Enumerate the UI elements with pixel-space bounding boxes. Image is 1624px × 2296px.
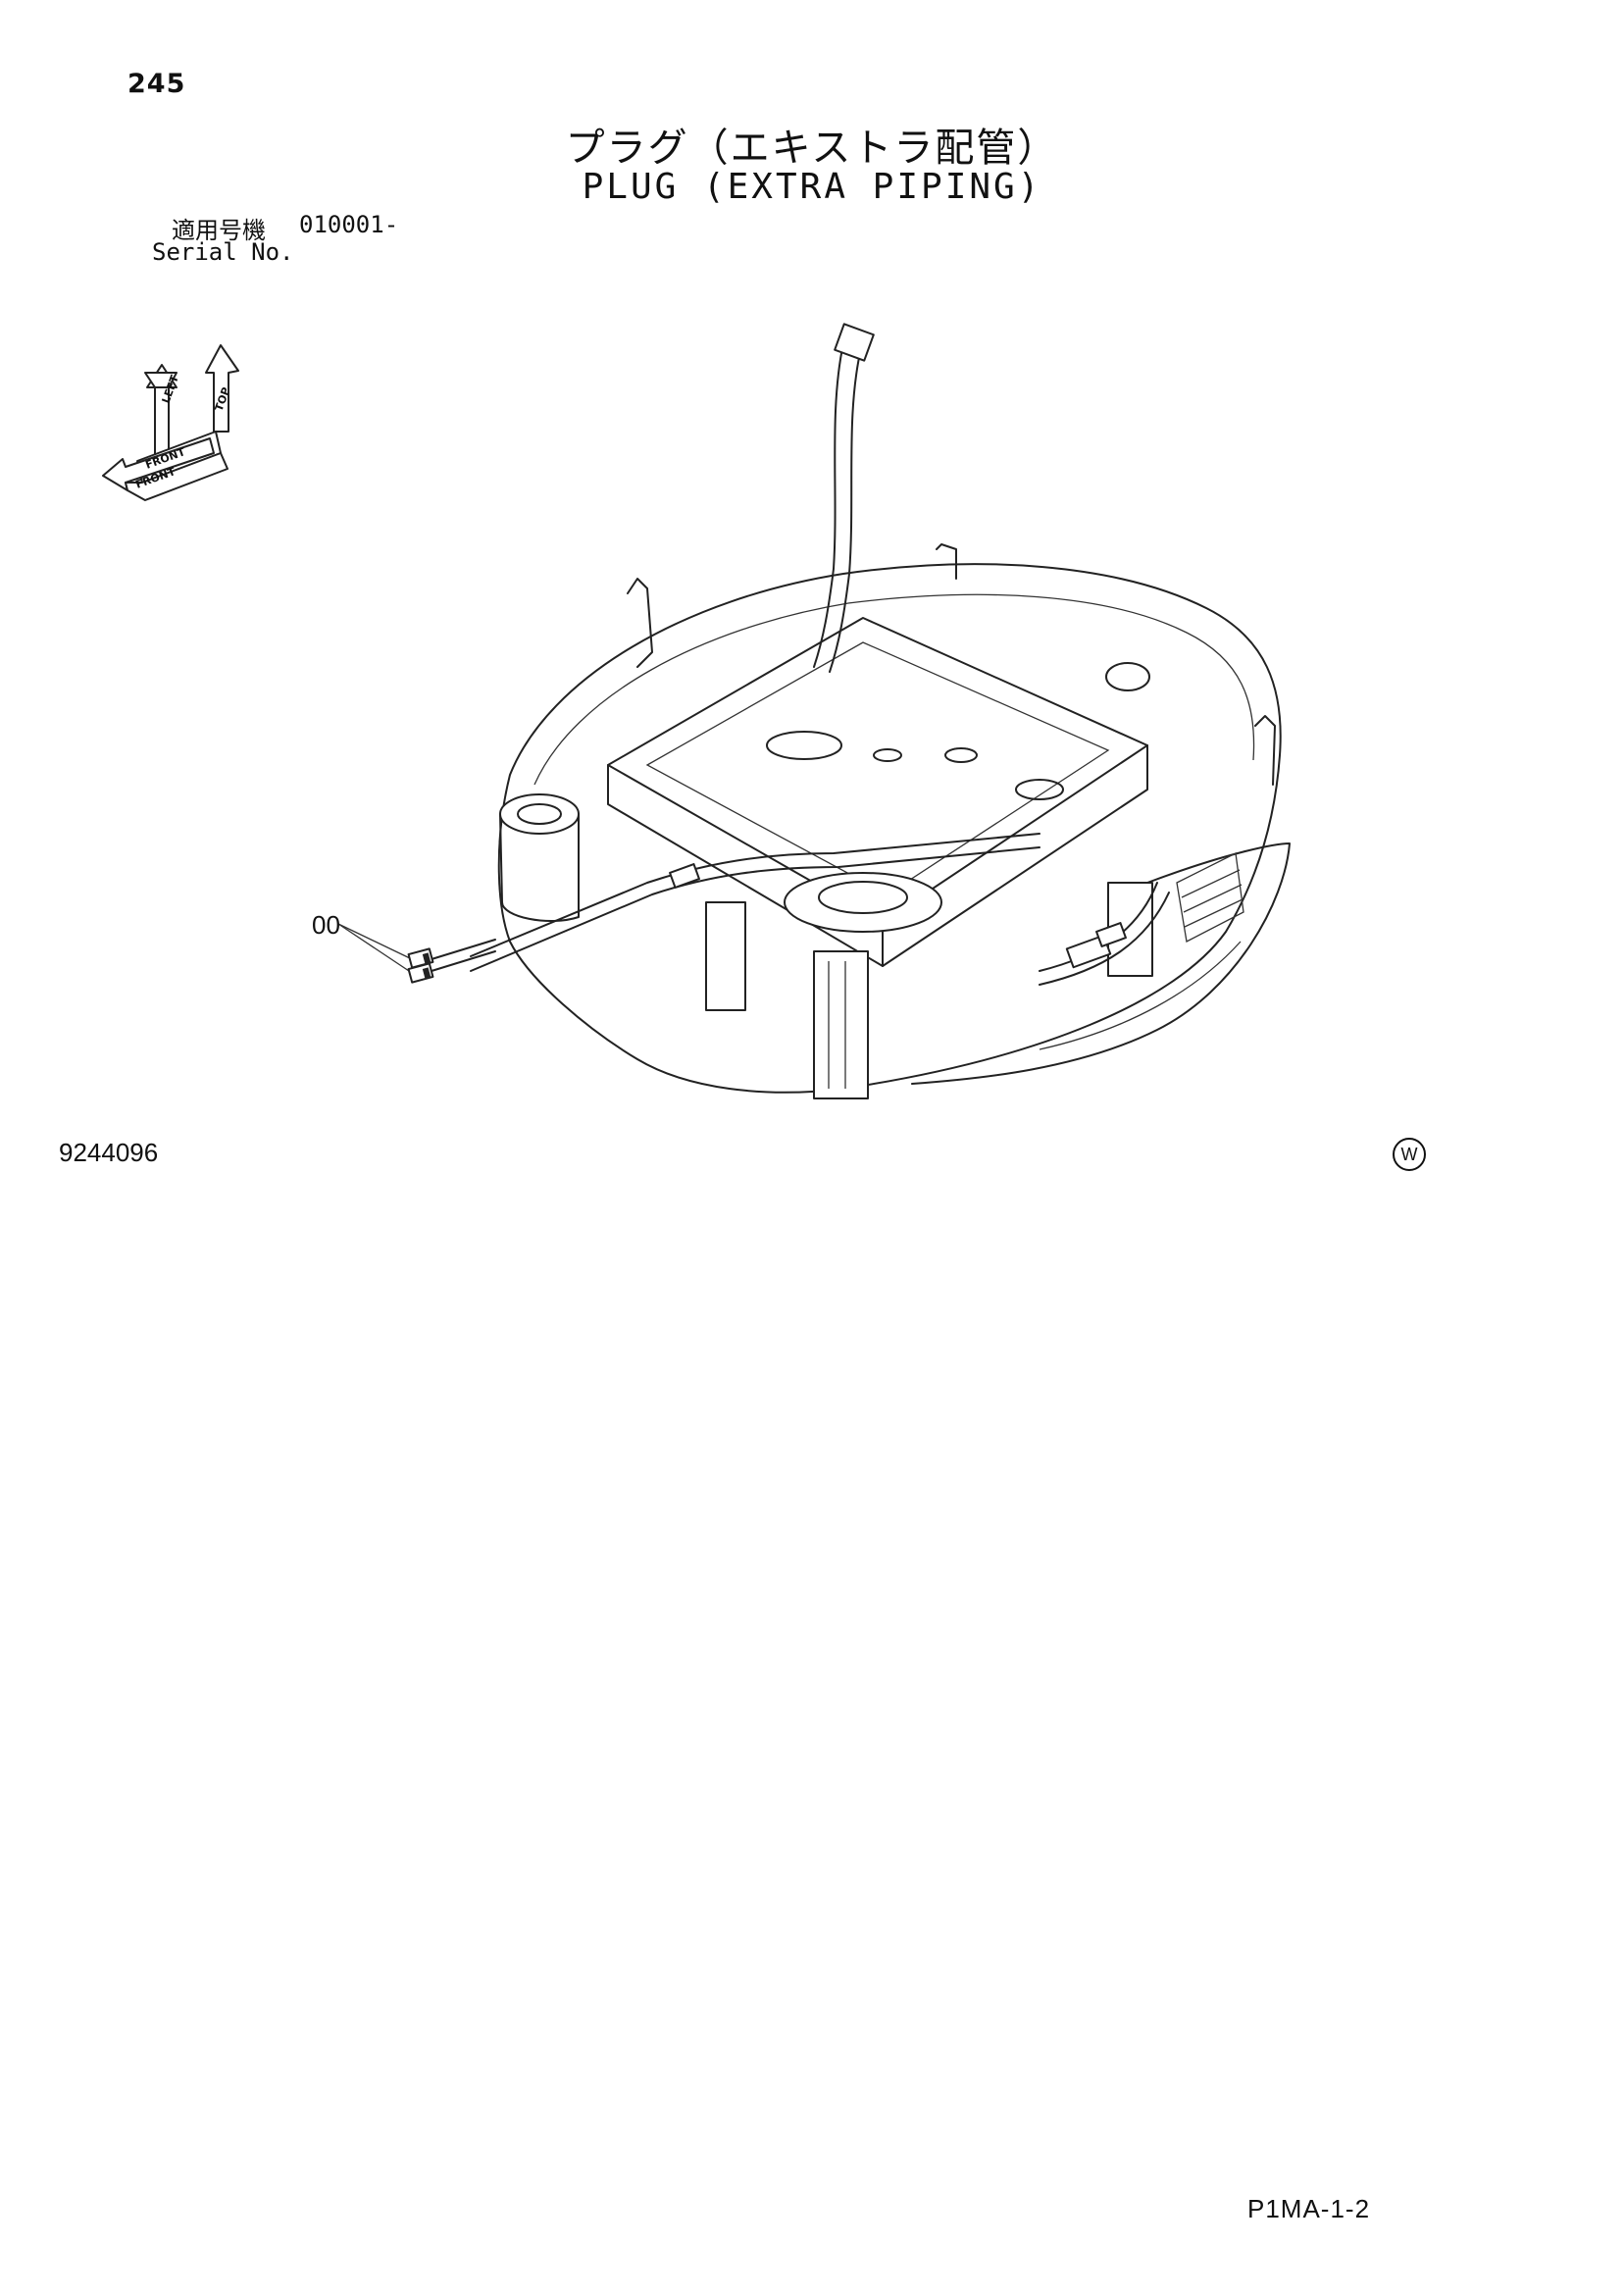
page-title-english: PLUG (EXTRA PIPING) (582, 167, 1042, 207)
callout-leader (337, 923, 496, 974)
page-number: 245 (127, 69, 186, 99)
serial-label-japanese: 適用号機 (172, 217, 266, 244)
part-callout-label: 00 (312, 910, 340, 940)
serial-number-value: 010001- (299, 211, 399, 238)
drawing-number: 9244096 (59, 1138, 159, 1167)
plug-part-icon (407, 947, 434, 984)
page-code: P1MA-1-2 (1247, 2194, 1371, 2223)
page-title-japanese: プラグ（エキストラ配管） (565, 126, 1059, 171)
serial-label-english: Serial No. (152, 238, 294, 266)
swing-frame-illustration (470, 323, 1291, 1099)
circled-w-mark: W (1393, 1138, 1426, 1171)
direction-arrows-icon: LEFT TOP FRONT FRONT (102, 344, 239, 501)
